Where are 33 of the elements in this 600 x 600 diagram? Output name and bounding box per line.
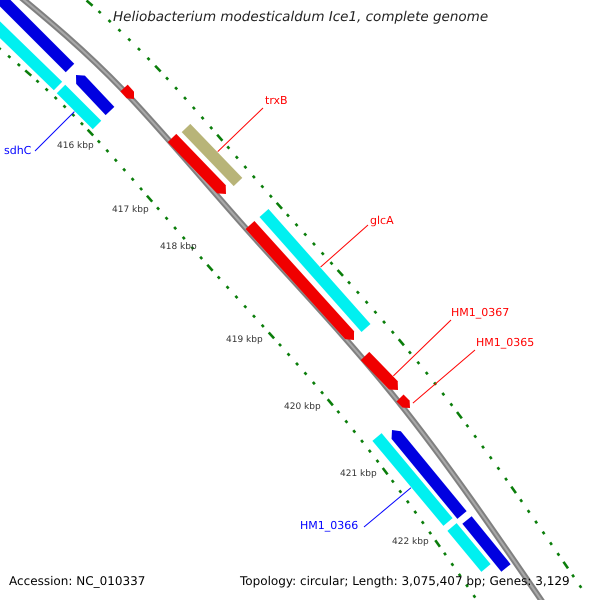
gene-bar bbox=[168, 134, 226, 194]
leader-line bbox=[34, 111, 75, 152]
gene-label: HM1_0365 bbox=[476, 337, 534, 350]
scale-label: 420 kbp bbox=[284, 403, 321, 413]
gene-label: glcA bbox=[370, 215, 394, 228]
leader-line bbox=[217, 108, 264, 152]
gene-label: sdhC bbox=[4, 145, 32, 158]
gene-bar bbox=[392, 430, 467, 519]
scale-label: 418 kbp bbox=[160, 243, 197, 253]
scale-label: 416 kbp bbox=[57, 142, 94, 152]
gene-bar bbox=[396, 394, 410, 408]
gene-bar bbox=[447, 523, 491, 572]
gene-bar bbox=[76, 75, 114, 116]
scale-label: 419 kbp bbox=[226, 336, 263, 346]
leader-line bbox=[412, 350, 476, 404]
scale-label: 422 kbp bbox=[392, 538, 429, 548]
info-text: Accession: NC_010337 bbox=[9, 575, 146, 588]
leader-line bbox=[392, 320, 452, 376]
gene-bar bbox=[0, 0, 74, 72]
gene-label: HM1_0366 bbox=[300, 520, 358, 532]
gene-label: trxB bbox=[265, 95, 288, 108]
gene-bar bbox=[56, 84, 102, 130]
title: Heliobacterium modesticaldum Ice1, complete genome bbox=[113, 10, 488, 25]
gene-bar bbox=[360, 352, 398, 390]
info-text: Topology: circular; Length: 3,075,407 bp; Genes: 3,129 bbox=[240, 575, 570, 588]
gene-label: HM1_0367 bbox=[451, 307, 510, 320]
scale-label: 421 kbp bbox=[340, 470, 377, 480]
leader-line bbox=[320, 224, 368, 268]
scale-label: 417 kbp bbox=[112, 206, 149, 216]
gene-bar bbox=[182, 124, 242, 186]
gene-bar bbox=[260, 209, 370, 332]
gene-bar bbox=[120, 84, 134, 99]
gene-bar bbox=[462, 516, 511, 572]
